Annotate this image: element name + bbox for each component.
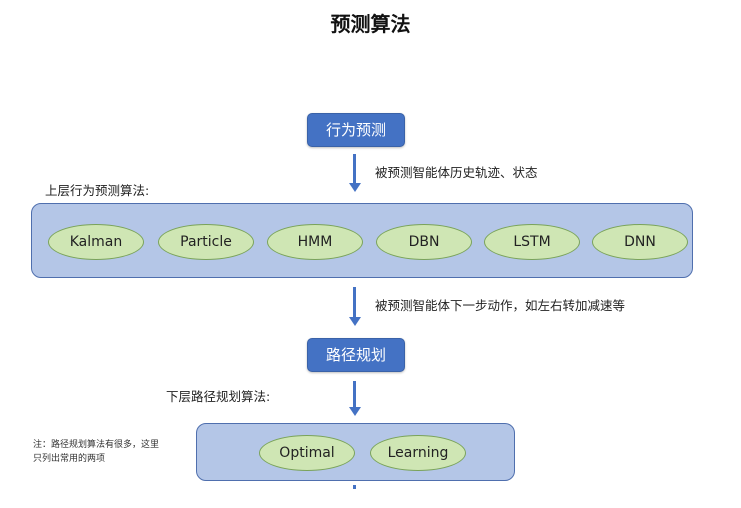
- algorithm-label: LSTM: [513, 234, 551, 250]
- lower-algorithms-label: 下层路径规划算法:: [166, 389, 271, 404]
- upper-algorithms-panel: Kalman Particle HMM DBN LSTM DNN: [31, 203, 693, 278]
- lower-algorithms-panel: Optimal Learning: [196, 423, 515, 481]
- algorithm-pill-dbn: DBN: [376, 224, 472, 260]
- algorithm-pill-particle: Particle: [158, 224, 254, 260]
- arrow-1-head: [348, 183, 361, 192]
- note-text: 注：路径规划算法有很多，这里 只列出常用的两项: [33, 438, 159, 466]
- algorithm-label: DNN: [624, 234, 656, 250]
- algorithm-pill-lstm: LSTM: [484, 224, 580, 260]
- arrow-2-shaft: [353, 287, 356, 318]
- path-planning-node: 路径规划: [307, 338, 405, 372]
- behavior-prediction-label: 行为预测: [325, 121, 386, 139]
- algorithm-pill-learning: Learning: [370, 435, 466, 471]
- arrow-1-shaft: [353, 154, 356, 184]
- algorithm-label: DBN: [408, 234, 440, 250]
- algorithm-label: Kalman: [69, 234, 123, 250]
- algorithm-label: HMM: [297, 234, 333, 250]
- page-title: 预测算法: [330, 12, 411, 36]
- arrow-2-head: [348, 317, 361, 326]
- continuation-dot: [353, 485, 356, 489]
- algorithm-pill-kalman: Kalman: [48, 224, 144, 260]
- arrow-1-label: 被预测智能体历史轨迹、状态: [375, 165, 538, 180]
- behavior-prediction-node: 行为预测: [307, 113, 405, 147]
- upper-algorithms-label: 上层行为预测算法:: [45, 183, 150, 198]
- algorithm-pill-dnn: DNN: [592, 224, 688, 260]
- algorithm-label: Learning: [387, 445, 449, 461]
- note-line-2: 只列出常用的两项: [33, 454, 106, 464]
- path-planning-label: 路径规划: [325, 346, 386, 364]
- algorithm-label: Optimal: [279, 445, 335, 461]
- arrow-2-label: 被预测智能体下一步动作，如左右转加减速等: [375, 298, 626, 313]
- arrow-3-head: [348, 407, 361, 416]
- algorithm-label: Particle: [180, 234, 232, 250]
- algorithm-pill-optimal: Optimal: [259, 435, 355, 471]
- algorithm-pill-hmm: HMM: [267, 224, 363, 260]
- arrow-3-shaft: [353, 381, 356, 408]
- note-line-1: 注：路径规划算法有很多，这里: [33, 440, 160, 450]
